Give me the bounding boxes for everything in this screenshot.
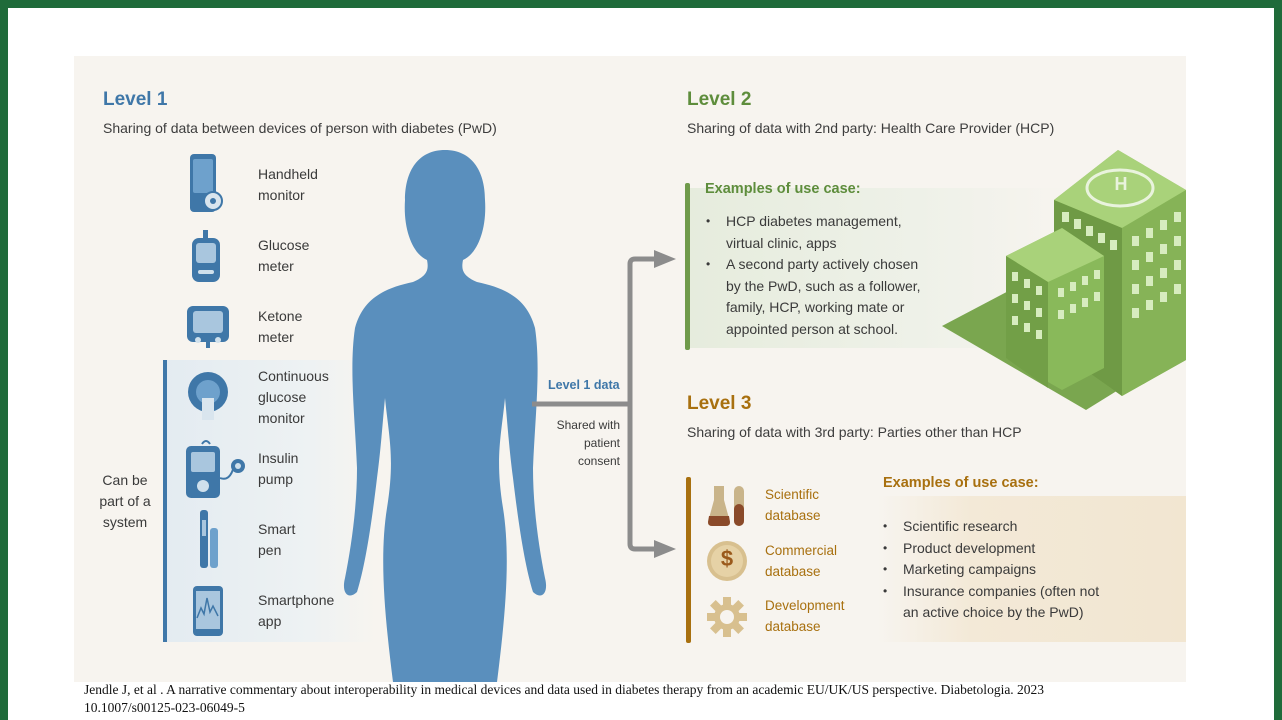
device-label-cgm: Continuous glucose monitor [258, 368, 329, 426]
level2-title: Level 2 [687, 89, 752, 110]
level2-subtitle: Sharing of data with 2nd party: Health C… [687, 120, 1055, 136]
glucose-meter-icon [192, 230, 220, 282]
smart-pen-icon [200, 510, 218, 568]
list-item: A second party actively chosen by the Pw… [706, 254, 956, 340]
device-label-glucose-meter: Glucose meter [258, 237, 310, 274]
device-label-ketone-meter: Ketone meter [258, 308, 303, 345]
level3-bracket [686, 477, 691, 643]
list-item: Insurance companies (often not an active… [883, 581, 1173, 624]
list-item: Scientific research [883, 516, 1173, 538]
device-label-insulin-pump: Insulin pump [258, 450, 299, 487]
device-label-smart-pen: Smart pen [258, 521, 296, 558]
citation-line1: Jendle J, et al . A narrative commentary… [84, 682, 1045, 697]
list-item: Marketing campaigns [883, 559, 1173, 581]
level2-usecase-list: HCP diabetes management, virtual clinic,… [706, 211, 956, 341]
ketone-meter-icon [187, 306, 229, 348]
level1-title: Level 1 [103, 89, 168, 110]
test-tubes-icon [708, 486, 744, 526]
device-label-smartphone-app: Smartphone app [258, 592, 335, 629]
hospital-building-icon [942, 150, 1186, 410]
level1-data-label: Level 1 data [548, 378, 620, 392]
level2-bracket [685, 183, 690, 350]
person-silhouette [343, 150, 547, 682]
level2-usecase-title: Examples of use case: [705, 181, 861, 197]
level3-usecase-title: Examples of use case: [883, 475, 1039, 491]
system-label: Can be part of a system [99, 472, 151, 530]
level3-subtitle: Sharing of data with 3rd party: Parties … [687, 424, 1022, 440]
citation: Jendle J, et al . A narrative commentary… [84, 681, 1264, 717]
flow-arrows [532, 250, 676, 558]
helipad-letter: H [1114, 174, 1128, 194]
cgm-icon [188, 372, 228, 420]
citation-doi: 10.1007/s00125-023-06049-5 [84, 700, 245, 715]
handheld-monitor-icon [190, 154, 223, 212]
smartphone-icon [193, 586, 223, 636]
level3-usecase-list: Scientific research Product development … [883, 516, 1173, 624]
dollar-coin-icon [707, 541, 747, 581]
insulin-pump-icon [186, 440, 245, 498]
db-label-development: Development database [765, 598, 845, 634]
list-item: Product development [883, 538, 1173, 560]
gear-icon [707, 597, 747, 637]
db-label-scientific: Scientific database [765, 487, 821, 523]
level1-subtitle: Sharing of data between devices of perso… [103, 120, 497, 136]
list-item: HCP diabetes management, virtual clinic,… [706, 211, 956, 254]
system-bracket [163, 360, 167, 642]
level3-title: Level 3 [687, 393, 752, 414]
device-label-handheld-monitor: Handheld monitor [258, 166, 318, 203]
dollar-glyph: $ [720, 546, 734, 571]
db-label-commercial: Commercial database [765, 543, 838, 579]
consent-label: Shared with patient consent [556, 418, 620, 468]
